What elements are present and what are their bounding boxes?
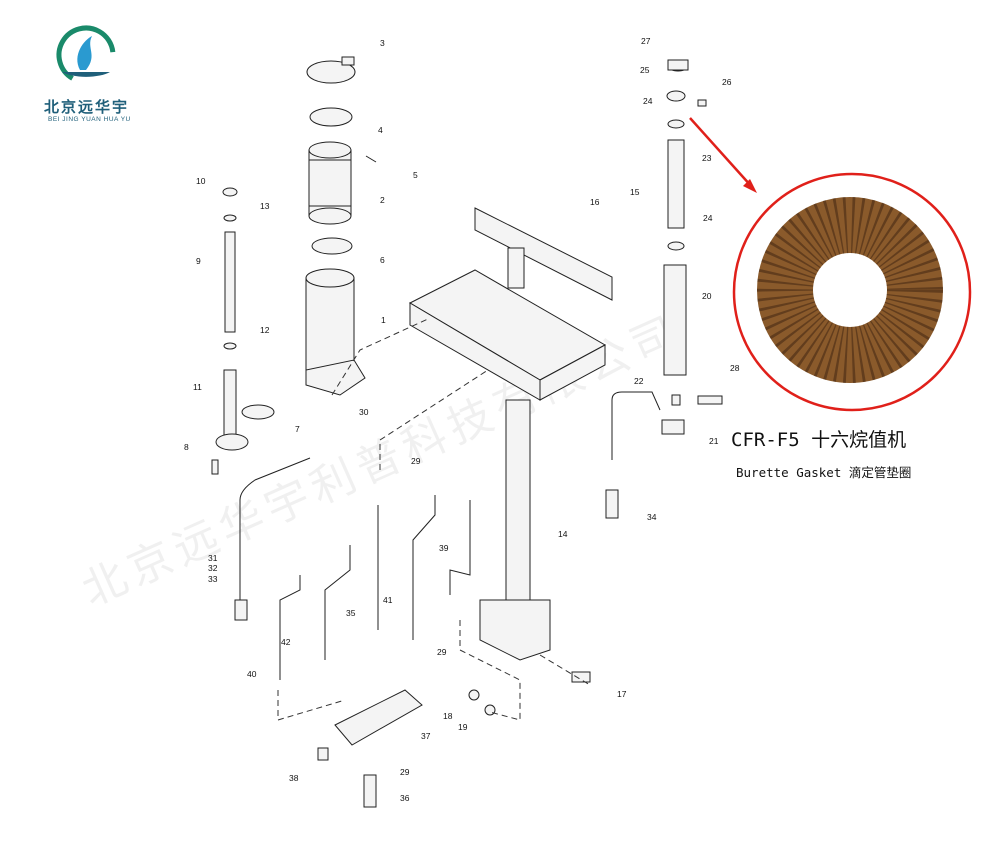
part-number-label: 6 bbox=[380, 255, 385, 265]
part-number-label: 2 bbox=[380, 195, 385, 205]
logo-name-cn: 北京远华宇 bbox=[44, 99, 130, 116]
fuel-reservoir-parts bbox=[241, 56, 377, 420]
part-number-label: 41 bbox=[383, 595, 393, 605]
part-number-label: 7 bbox=[295, 424, 300, 434]
part-number-label: 19 bbox=[458, 722, 468, 732]
part-number-label: 32 bbox=[208, 563, 218, 573]
part-number-label: 40 bbox=[247, 669, 257, 679]
part-number-label: 20 bbox=[702, 291, 712, 301]
part-number-label: 39 bbox=[439, 543, 449, 553]
part-number-label: 12 bbox=[260, 325, 270, 335]
part-number-label: 21 bbox=[709, 436, 719, 446]
part-number-label: 1 bbox=[381, 315, 386, 325]
part-number-label: 15 bbox=[630, 187, 640, 197]
part-number-label: 10 bbox=[196, 176, 206, 186]
part-number-label: 34 bbox=[647, 512, 657, 522]
sight-glass-assembly bbox=[211, 187, 249, 475]
part-number-label: 38 bbox=[289, 773, 299, 783]
part-number-label: 24 bbox=[643, 96, 653, 106]
assembly-dashed-lines bbox=[277, 317, 591, 721]
company-logo bbox=[56, 25, 116, 85]
part-number-label: 30 bbox=[359, 407, 369, 417]
part-number-label: 36 bbox=[400, 793, 410, 803]
part-number-label: 25 bbox=[640, 65, 650, 75]
part-number-label: 5 bbox=[413, 170, 418, 180]
part-number-label: 31 bbox=[208, 553, 218, 563]
part-number-label: 16 bbox=[590, 197, 600, 207]
part-number-label: 33 bbox=[208, 574, 218, 584]
part-number-label: 3 bbox=[380, 38, 385, 48]
part-number-label: 28 bbox=[730, 363, 740, 373]
part-number-label: 13 bbox=[260, 201, 270, 211]
part-number-label: 8 bbox=[184, 442, 189, 452]
tray-and-stand bbox=[408, 207, 613, 683]
part-number-label: 11 bbox=[193, 382, 202, 392]
part-number-label: 14 bbox=[558, 529, 568, 539]
part-number-label: 37 bbox=[421, 731, 431, 741]
model-title: CFR-F5 十六烷值机 bbox=[731, 429, 907, 451]
part-number-labels: 3452611013912117830291615272526242324202… bbox=[184, 36, 740, 803]
part-number-label: 42 bbox=[281, 637, 291, 647]
fuel-lines-and-manifold bbox=[234, 457, 496, 808]
part-number-label: 23 bbox=[702, 153, 712, 163]
gasket-callout bbox=[689, 117, 972, 412]
part-number-label: 18 bbox=[443, 711, 453, 721]
logo-name-en: BEI JING YUAN HUA YU bbox=[48, 116, 131, 123]
part-number-label: 26 bbox=[722, 77, 732, 87]
part-number-label: 29 bbox=[400, 767, 410, 777]
part-number-label: 24 bbox=[703, 213, 713, 223]
part-caption: Burette Gasket 滴定管垫圈 bbox=[736, 465, 912, 480]
part-number-label: 29 bbox=[437, 647, 447, 657]
part-number-label: 27 bbox=[641, 36, 651, 46]
part-number-label: 35 bbox=[346, 608, 356, 618]
part-number-label: 29 bbox=[411, 456, 421, 466]
part-number-label: 4 bbox=[378, 125, 383, 135]
part-number-label: 9 bbox=[196, 256, 201, 266]
part-number-label: 17 bbox=[617, 689, 627, 699]
burette-assembly bbox=[605, 59, 723, 519]
part-number-label: 22 bbox=[634, 376, 644, 386]
